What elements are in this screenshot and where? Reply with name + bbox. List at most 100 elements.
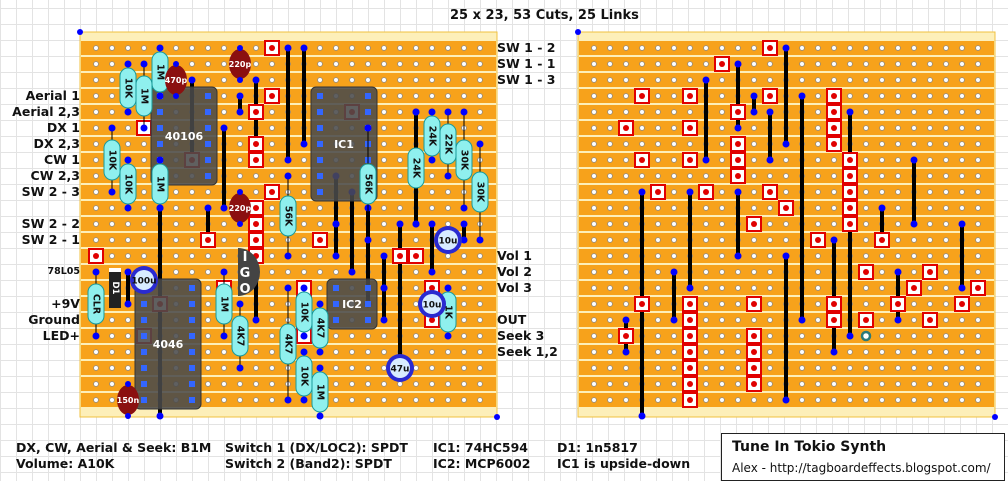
hole: [863, 45, 869, 51]
hole: [269, 237, 275, 243]
hole: [879, 365, 885, 371]
hole: [735, 333, 741, 339]
left-label: 78L05: [47, 266, 81, 277]
hole: [237, 157, 243, 163]
hole: [591, 365, 597, 371]
hole: [863, 109, 869, 115]
electrolytic-capacitor: 100u: [130, 266, 158, 294]
hole: [591, 301, 597, 307]
hole: [767, 349, 773, 355]
hole: [349, 381, 355, 387]
link-end: [236, 108, 244, 116]
hole: [381, 61, 387, 67]
hole: [879, 269, 885, 275]
hole: [607, 61, 613, 67]
cut-dot: [703, 189, 709, 195]
link-end: [396, 220, 404, 228]
hole: [109, 381, 115, 387]
track-cut: [762, 88, 778, 104]
hole: [863, 397, 869, 403]
hole: [429, 205, 435, 211]
link-end: [686, 284, 694, 292]
hole: [751, 205, 757, 211]
hole: [381, 109, 387, 115]
link-end: [332, 252, 340, 260]
track-cut: [682, 328, 698, 344]
hole: [847, 381, 853, 387]
hole: [397, 125, 403, 131]
hole: [655, 221, 661, 227]
hole: [445, 381, 451, 387]
hole: [317, 205, 323, 211]
hole: [125, 45, 131, 51]
hole: [429, 45, 435, 51]
hole: [477, 317, 483, 323]
hole: [703, 317, 709, 323]
hole: [703, 365, 709, 371]
ic-pin: [141, 381, 147, 387]
wire-link: [220, 124, 228, 212]
hole: [429, 61, 435, 67]
hole: [623, 381, 629, 387]
resistor-body: [231, 315, 249, 357]
diode-label: D1: [110, 282, 120, 295]
link-end: [670, 316, 678, 324]
electrolytic-capacitor: 47u: [386, 354, 414, 382]
resistor-pad: [444, 332, 452, 340]
hole: [927, 77, 933, 83]
left-label: SW 2 - 2: [21, 216, 80, 231]
hole: [943, 301, 949, 307]
resistor-value: 4K7: [315, 318, 326, 339]
hole: [477, 381, 483, 387]
hole: [253, 333, 259, 339]
hole: [799, 365, 805, 371]
hole: [863, 189, 869, 195]
hole: [381, 237, 387, 243]
hole: [639, 141, 645, 147]
resistor: 30K: [455, 108, 473, 212]
hole: [895, 333, 901, 339]
hole: [413, 61, 419, 67]
hole: [655, 285, 661, 291]
diode-band: [109, 268, 121, 272]
link-end: [236, 92, 244, 100]
hole: [607, 141, 613, 147]
hole: [93, 237, 99, 243]
hole: [317, 221, 323, 227]
wire-link: [124, 268, 132, 308]
left-label: SW 2 - 3: [21, 184, 80, 199]
hole: [205, 253, 211, 259]
cut-dot: [831, 141, 837, 147]
hole: [477, 349, 483, 355]
link-end: [846, 332, 854, 340]
wire-link: [734, 188, 742, 260]
link-end: [782, 252, 790, 260]
hole: [911, 61, 917, 67]
hole: [381, 205, 387, 211]
ic-pin: [189, 333, 195, 339]
hole: [623, 253, 629, 259]
hole: [125, 253, 131, 259]
hole: [943, 125, 949, 131]
hole: [719, 317, 725, 323]
hole: [109, 397, 115, 403]
link-end: [460, 220, 468, 228]
hole: [751, 253, 757, 259]
capacitor-value: 150n: [117, 396, 140, 405]
link-end: [958, 220, 966, 228]
hole: [655, 77, 661, 83]
hole: [943, 109, 949, 115]
hole: [863, 157, 869, 163]
hole: [623, 205, 629, 211]
hole: [719, 381, 725, 387]
hole: [975, 397, 981, 403]
hole: [911, 349, 917, 355]
hole: [735, 45, 741, 51]
hole: [93, 93, 99, 99]
hole: [671, 125, 677, 131]
capacitor-body: [229, 49, 251, 79]
ic-body: [326, 278, 378, 330]
ic-pin: [365, 285, 371, 291]
hole: [205, 269, 211, 275]
capacitor-top: [390, 358, 410, 378]
